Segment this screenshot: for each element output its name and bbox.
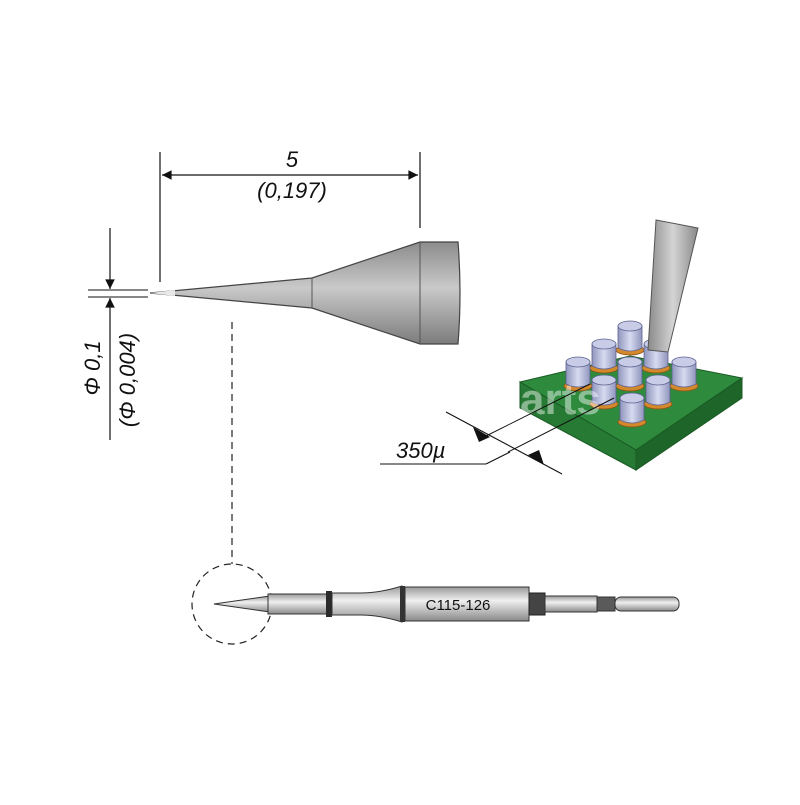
pin <box>563 356 593 392</box>
pitch-dimension: 350µ <box>380 383 615 475</box>
pin <box>615 320 645 356</box>
pitch-label: 350µ <box>396 438 445 463</box>
tip-large-view <box>149 241 461 345</box>
cartridge-full-view: C115-126 <box>191 563 680 645</box>
pin <box>617 392 647 428</box>
soldering-nozzle <box>647 219 699 353</box>
watermark: arts <box>520 375 601 424</box>
length-dimension: 5 (0,197) <box>159 147 421 282</box>
diameter-dimension: Φ 0,1 (Φ 0,004) <box>80 228 148 440</box>
pcb-application-view: arts <box>518 219 744 471</box>
pin <box>589 374 619 410</box>
length-in-label: (0,197) <box>257 178 327 203</box>
diameter-in-label: (Φ 0,004) <box>115 333 140 427</box>
pin <box>589 338 619 374</box>
pin <box>643 374 673 410</box>
pin-grid <box>563 320 699 428</box>
cartridge-model-label: C115-126 <box>426 597 491 614</box>
length-mm-label: 5 <box>286 147 299 172</box>
diameter-mm-label: Φ 0,1 <box>80 340 105 395</box>
pin <box>615 356 645 392</box>
pin <box>669 356 699 392</box>
